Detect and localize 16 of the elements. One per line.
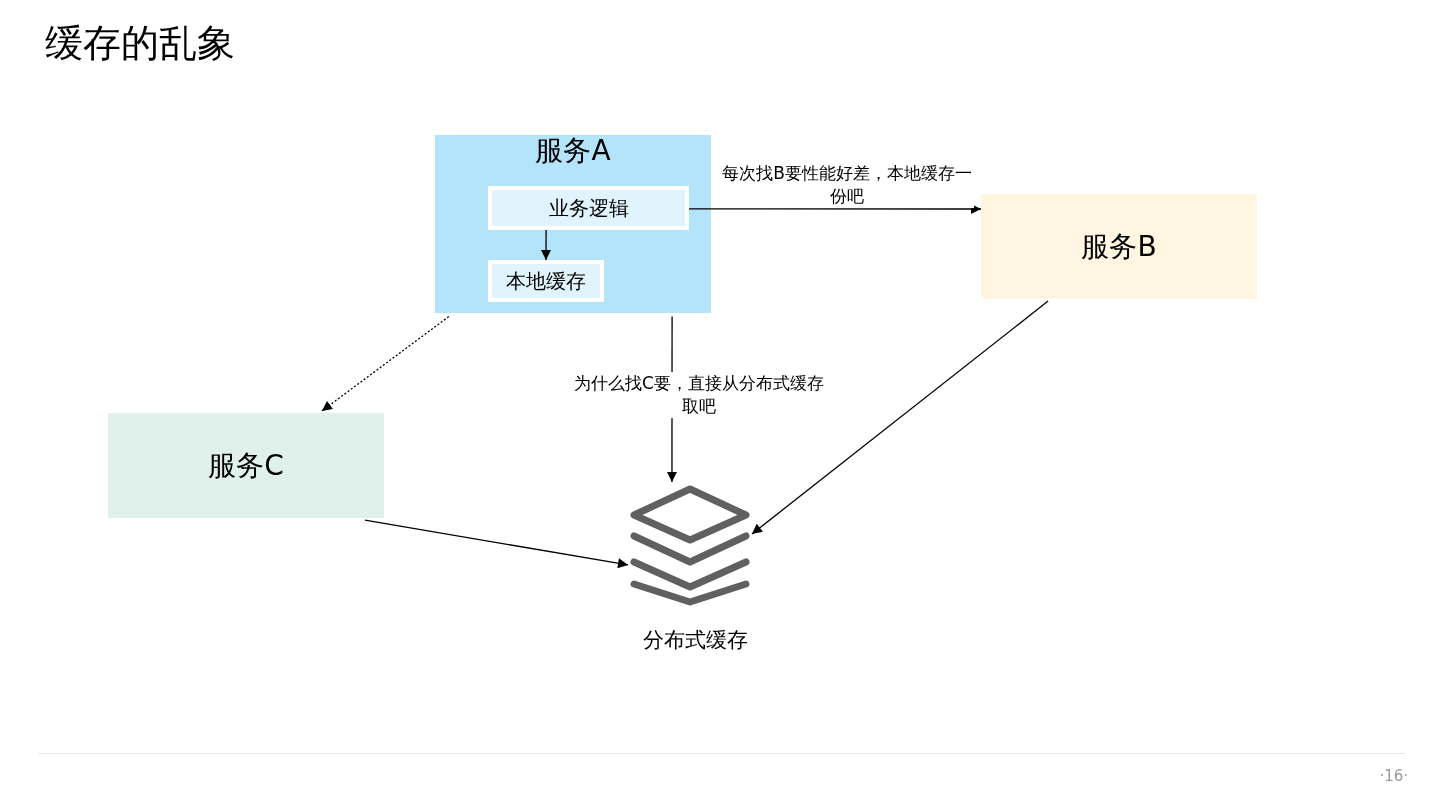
module-box: 业务逻辑 xyxy=(488,186,689,230)
arrow xyxy=(541,229,552,261)
box-title: 服务A xyxy=(534,133,612,169)
arrow xyxy=(364,519,629,569)
service-box: 服务B xyxy=(981,194,1257,299)
page-number: ·16· xyxy=(1379,767,1408,785)
arrow xyxy=(321,315,450,412)
arrow xyxy=(688,204,982,214)
service-box xyxy=(435,135,711,313)
edge-label: 为什么找C要，直接从分布式缓存取吧 xyxy=(572,372,826,418)
module-box: 本地缓存 xyxy=(488,260,604,302)
page-title: 缓存的乱象 xyxy=(45,20,235,67)
service-box: 服务C xyxy=(108,413,384,518)
edge-label: 每次找B要性能好差，本地缓存一份吧 xyxy=(720,162,974,208)
icon-caption: 分布式缓存 xyxy=(641,627,749,654)
arrow xyxy=(751,300,1049,535)
